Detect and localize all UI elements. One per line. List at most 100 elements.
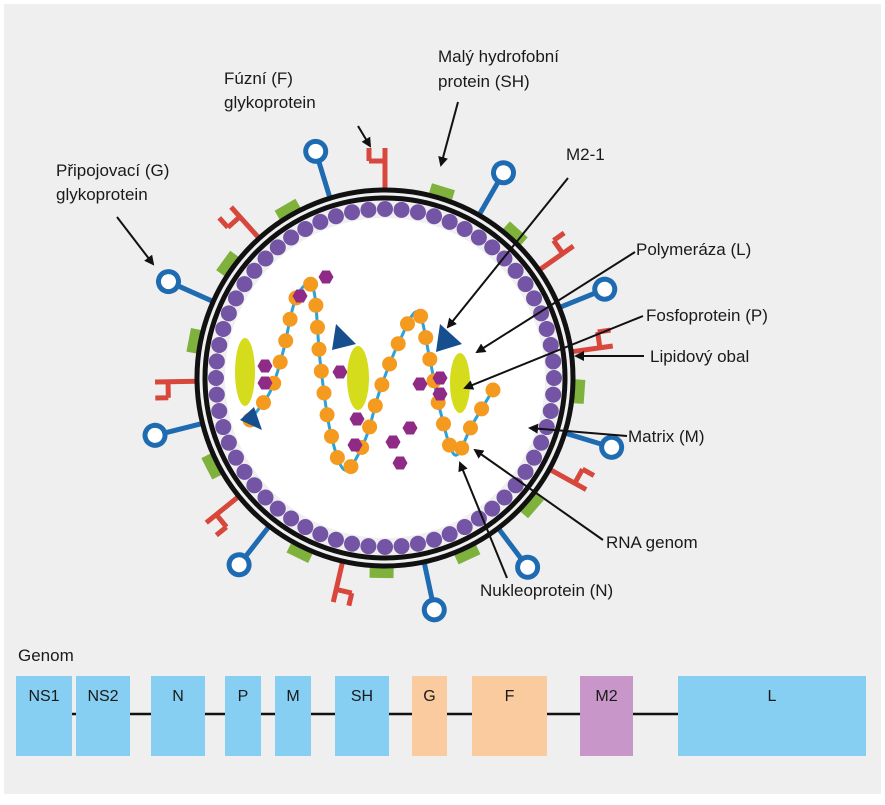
nucleoprotein <box>442 437 457 453</box>
sh-protein-shape <box>274 198 301 220</box>
matrix-protein <box>393 538 410 555</box>
m2-1-protein <box>385 435 401 449</box>
nucleoprotein <box>310 319 325 335</box>
matrix-protein <box>484 239 501 256</box>
nucleoprotein <box>362 419 378 435</box>
matrix-protein <box>542 337 559 354</box>
gene-label-m: M <box>286 688 299 705</box>
gene-label-g: G <box>423 688 435 705</box>
arrow-polymerase <box>475 251 636 354</box>
nucleoprotein <box>313 363 329 379</box>
sh-protein <box>216 250 239 277</box>
nucleoprotein <box>303 276 319 292</box>
nucleoprotein <box>282 311 298 327</box>
gene-box-ns2 <box>76 676 130 756</box>
matrix-protein <box>208 386 225 403</box>
f-glycoprotein-shape <box>548 466 596 492</box>
arrow-fusion <box>357 125 372 148</box>
label-fusion-line1: Fúzní (F) <box>224 69 293 88</box>
matrix-protein <box>227 449 244 466</box>
matrix-protein <box>220 434 237 451</box>
sh-protein-shape <box>286 543 313 564</box>
matrix-protein <box>246 477 263 494</box>
arrow-attachment <box>116 216 155 266</box>
gene-box-ns1 <box>16 676 72 756</box>
nucleoprotein <box>272 354 288 370</box>
m2-1-protein <box>292 289 308 303</box>
callout-arrows <box>116 101 644 579</box>
gene-label-ns1: NS1 <box>28 688 59 705</box>
nucleoprotein <box>256 395 271 411</box>
g-glycoprotein-stem <box>164 421 204 436</box>
matrix-protein <box>208 353 225 370</box>
matrix-protein <box>426 531 443 548</box>
label-attachment-line2: glykoprotein <box>56 185 148 204</box>
g-glycoprotein-stem <box>476 180 501 217</box>
matrix-protein <box>327 531 344 548</box>
f-glycoprotein-shape <box>217 205 262 240</box>
label-m21: M2-1 <box>566 145 605 164</box>
g-glycoprotein <box>303 138 333 199</box>
matrix-protein <box>208 370 224 386</box>
g-glycoprotein-stem <box>421 561 435 601</box>
matrix-protein <box>297 519 314 536</box>
m2-1-protein <box>257 376 273 390</box>
matrix-protein <box>426 208 443 225</box>
label-rna-genome: RNA genom <box>606 533 698 552</box>
label-phosphoprotein: Fosfoprotein (P) <box>646 306 768 325</box>
matrix-protein <box>246 262 263 279</box>
label-polymerase: Polymeráza (L) <box>636 240 751 259</box>
m2-1-protein <box>402 421 418 435</box>
matrix-protein <box>484 500 501 517</box>
polymerase <box>450 353 470 413</box>
matrix-protein <box>546 370 562 386</box>
nucleoprotein <box>278 333 294 349</box>
g-glycoprotein-head <box>155 269 181 295</box>
g-glycoprotein <box>564 430 625 460</box>
matrix-protein <box>236 276 253 293</box>
g-glycoprotein-head <box>491 160 516 186</box>
g-glycoprotein <box>496 526 541 580</box>
callout-labels: Fúzní (F) glykoprotein Malý hydrofobní p… <box>56 47 768 600</box>
lipid-envelope-outer <box>194 187 576 569</box>
gene-label-p: P <box>238 688 249 705</box>
f-glycoprotein <box>537 230 575 273</box>
nucleoprotein <box>319 407 335 423</box>
nucleoprotein <box>311 341 327 357</box>
m2-1-protein <box>257 359 273 373</box>
g-glycoprotein <box>142 421 204 448</box>
matrix-protein <box>456 220 473 237</box>
matrix-protein <box>470 229 487 246</box>
matrix-protein <box>236 463 253 480</box>
gene-label-m2: M2 <box>595 688 617 705</box>
g-glycoprotein-head <box>515 554 541 580</box>
matrix-protein <box>215 320 232 337</box>
m2-1-protein <box>412 377 428 391</box>
gene-label-n: N <box>172 688 184 705</box>
m2-1-protein <box>318 270 334 284</box>
genome-title: Genom <box>18 646 74 665</box>
gene-box-n <box>151 676 205 756</box>
matrix-protein <box>533 434 550 451</box>
gene-box-p <box>225 676 261 756</box>
polymerase <box>347 346 369 410</box>
m2-1-protein <box>432 371 448 385</box>
matrix-protein <box>227 290 244 307</box>
nucleoprotein <box>374 377 390 393</box>
matrix-protein <box>215 419 232 436</box>
phosphoprotein <box>240 407 262 430</box>
matrix-protein <box>283 510 300 527</box>
nucleoprotein <box>329 450 345 466</box>
sh-protein-shape <box>369 567 394 579</box>
nucleoprotein <box>463 420 478 436</box>
matrix-protein <box>538 320 555 337</box>
nucleoprotein <box>454 440 470 456</box>
g-glycoprotein-head <box>226 552 252 578</box>
sh-protein-shape <box>454 545 481 565</box>
f-glycoprotein <box>154 378 198 401</box>
nucleoprotein <box>316 385 332 401</box>
g-glycoprotein-head <box>421 597 447 623</box>
